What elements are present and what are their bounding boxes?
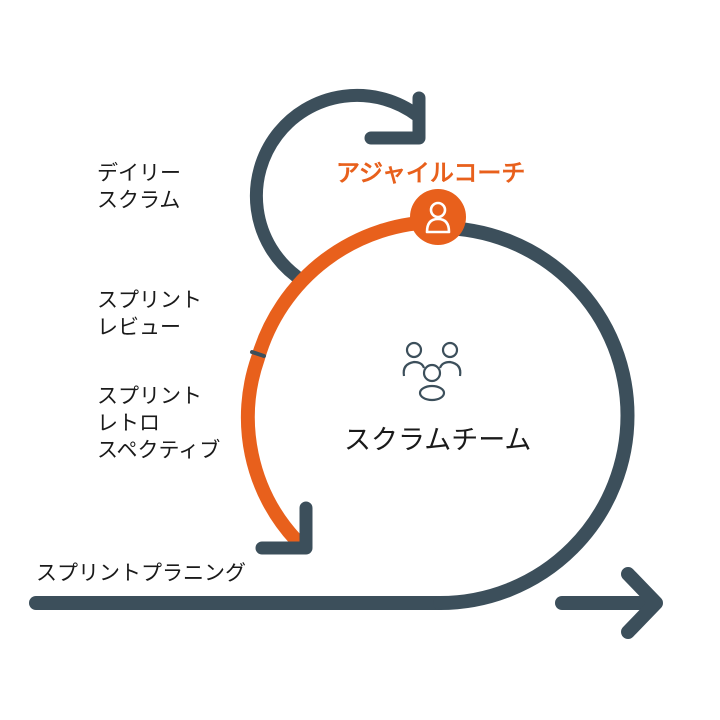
arc-separator (250, 350, 266, 358)
sprint-review-line-1: スプリント (97, 288, 202, 312)
daily-scrum-loop (249, 88, 425, 283)
sprint-review-label: スプリント レビュー (97, 287, 202, 341)
sprint-retrospective-line-3: スペクティブ (97, 438, 221, 462)
sprint-retrospective-line-2: レトロ (97, 411, 160, 435)
arrow-right-icon (555, 567, 663, 639)
scrum-team-label: スクラムチーム (344, 425, 532, 456)
person-icon (410, 189, 466, 245)
daily-scrum-line-2: スクラム (97, 188, 181, 212)
coach-arc (240, 215, 445, 547)
sprint-retrospective-label: スプリント レトロ スペクティブ (97, 383, 220, 464)
daily-scrum-arrowhead (364, 91, 426, 145)
coach-arc-arrowhead (255, 501, 313, 555)
agile-coach-label: アジャイルコーチ (336, 159, 526, 187)
sprint-planning-label: スプリントプラニング (36, 561, 246, 585)
daily-scrum-line-1: デイリー (97, 161, 181, 185)
sprint-loop (431, 221, 635, 610)
sprint-review-line-2: レビュー (97, 315, 181, 339)
sprint-retrospective-line-1: スプリント (97, 384, 202, 408)
daily-scrum-label: デイリー スクラム (97, 160, 181, 214)
group-icon (402, 341, 462, 402)
